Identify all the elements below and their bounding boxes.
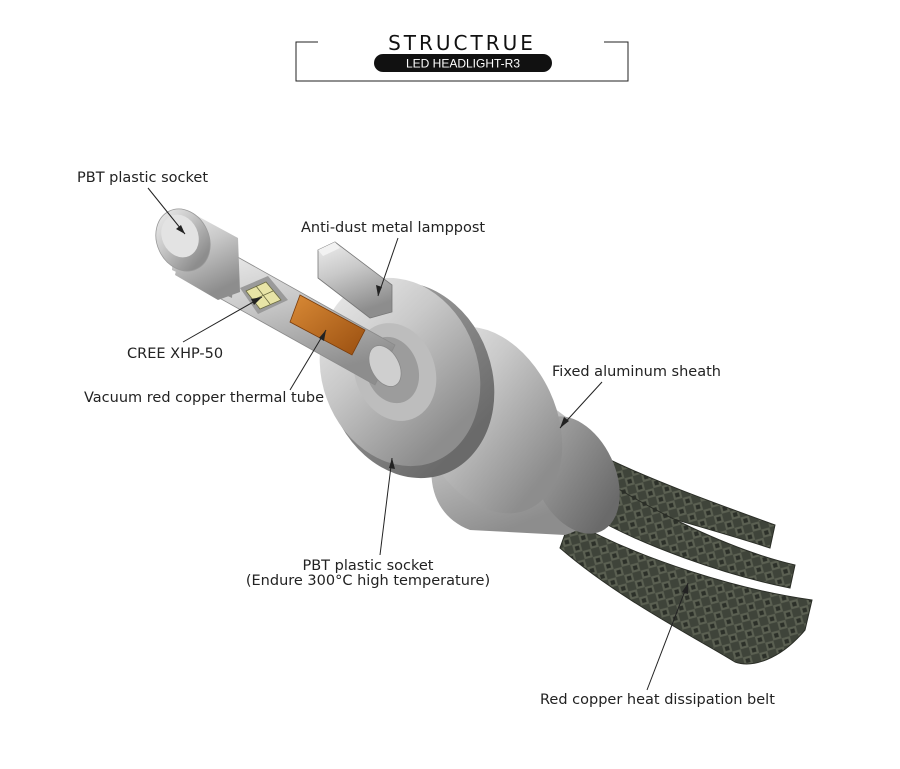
header: STRUCTRUE LED HEADLIGHT-R3 [295,31,629,82]
front-pbt-cap [155,208,240,300]
label-vacuum-thermal-tube: Vacuum red copper thermal tube [84,390,324,406]
label-fixed-aluminum-sheath: Fixed aluminum sheath [552,364,721,380]
label-anti-dust-lamppost: Anti-dust metal lamppost [301,220,485,236]
page-title: STRUCTRUE [388,31,536,55]
labels: PBT plastic socket Anti-dust metal lampp… [77,170,775,708]
copper-strip [289,294,366,356]
anti-dust-lamppost [317,241,393,319]
page-subtitle: LED HEADLIGHT-R3 [406,57,520,71]
label-heat-dissipation-belt: Red copper heat dissipation belt [540,692,775,708]
label-cree-xhp50: CREE XHP-50 [127,346,223,362]
label-pbt-socket-temperature: (Endure 300°C high temperature) [246,573,490,589]
pointer-lines [147,187,689,691]
header-frame [295,41,629,82]
subtitle-pill [374,54,552,72]
label-pbt-socket-top: PBT plastic socket [77,170,208,186]
label-pbt-socket-bottom: PBT plastic socket [302,558,433,574]
